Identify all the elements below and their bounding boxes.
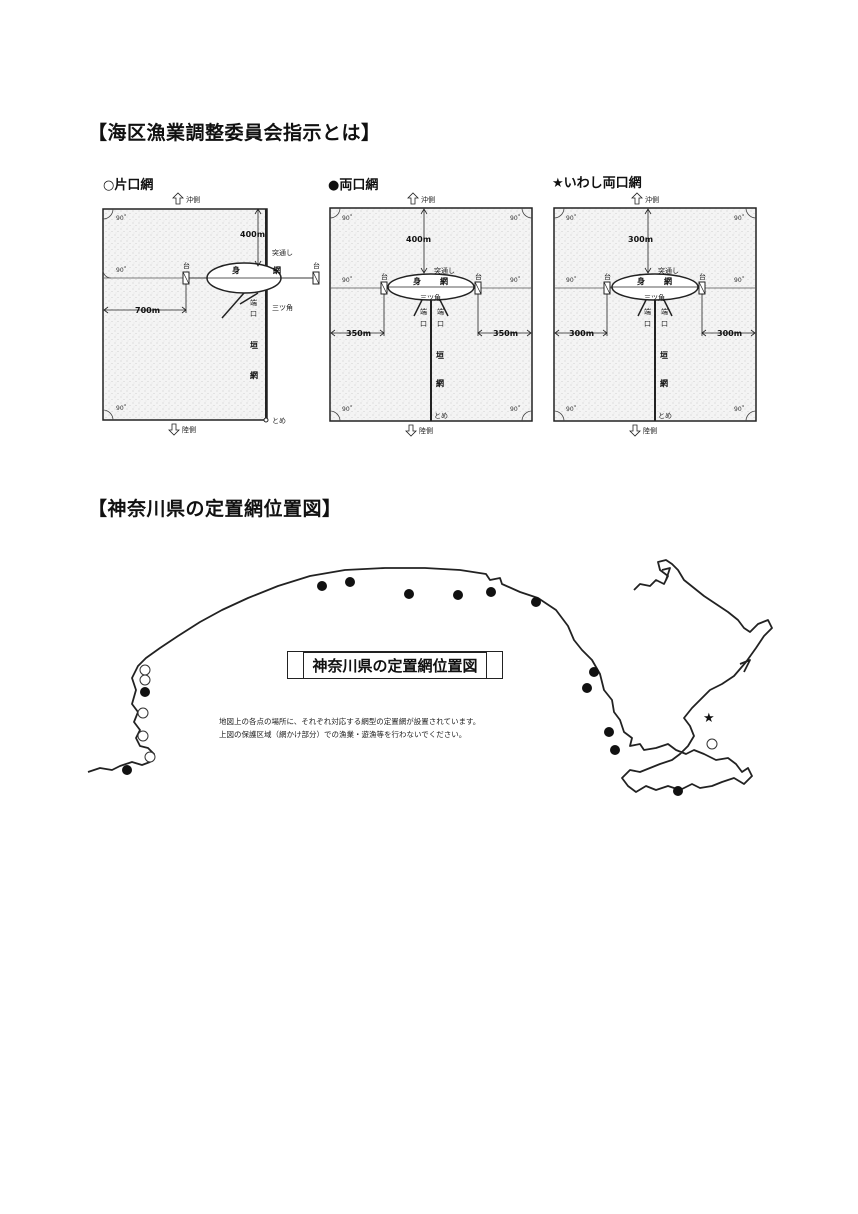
triangle-label: 三ツ角 <box>272 303 293 312</box>
stand-label: 台 <box>183 261 190 270</box>
map-note-line-2: 上図の保護区域（網かけ部分）での漁業・遊漁等を行わないでください。 <box>219 730 467 739</box>
body-label: 身 <box>232 265 240 275</box>
body-label: 身 <box>413 276 421 286</box>
end-label: とめ <box>434 412 448 420</box>
lead-net-label: 網 <box>250 370 258 380</box>
diagram-ryokuchi: 90˚ 90˚ 90˚ 90˚ 90˚ 90˚ 沖側 陸側 台 台 400m 突… <box>329 192 533 437</box>
diagram-katakuchi: 90˚ 90˚ 90˚ 沖側 陸側 台 台 400m 突通し <box>102 192 320 436</box>
arrow-up-icon <box>172 192 184 205</box>
angle-label: 90˚ <box>510 277 521 284</box>
open-markers <box>137 664 718 763</box>
protected-zone <box>102 208 268 421</box>
arrow-up-icon <box>407 192 419 205</box>
body-label: 網 <box>440 276 448 286</box>
arrow-up-icon <box>631 192 643 205</box>
distance-side-left: 300m <box>569 329 594 338</box>
stand-label: 台 <box>381 272 388 281</box>
distance-side-left: 350m <box>346 329 371 338</box>
mouth-label: 端 <box>420 307 427 316</box>
mouth-label: 端 <box>250 298 257 307</box>
distance-top: 400m <box>406 235 431 244</box>
kanagawa-coast-map: ★ <box>87 559 773 796</box>
diagram-title-ryokuchi: ●両口網 <box>328 178 379 193</box>
distance-side-right: 350m <box>493 329 518 338</box>
pass-label: 突通し <box>272 248 293 257</box>
shore-label: 陸側 <box>182 425 196 434</box>
body-label: 身 <box>637 276 645 286</box>
angle-label: 90˚ <box>116 405 127 412</box>
map-box-title: 神奈川県の定置網位置図 <box>303 651 487 679</box>
angle-label: 90˚ <box>566 277 577 284</box>
end-label: とめ <box>272 417 286 425</box>
mouth-label: 端 <box>437 307 444 316</box>
mouth-label: 口 <box>644 320 651 328</box>
lead-net-label: 垣 <box>436 350 444 360</box>
distance-top: 300m <box>628 235 653 244</box>
angle-label: 90˚ <box>734 277 745 284</box>
angle-label: 90˚ <box>342 406 353 413</box>
angle-label: 90˚ <box>116 267 127 274</box>
angle-label: 90˚ <box>510 406 521 413</box>
arrow-down-icon <box>168 423 180 436</box>
diagram-iwashi: 90˚ 90˚ 90˚ 90˚ 90˚ 90˚ 沖側 陸側 台 台 300m 突… <box>553 192 757 437</box>
mouth-label: 口 <box>437 320 444 328</box>
offshore-label: 沖側 <box>645 195 659 204</box>
angle-label: 90˚ <box>510 215 521 222</box>
angle-label: 90˚ <box>734 215 745 222</box>
mouth-label: 端 <box>661 307 668 316</box>
stand-label: 台 <box>475 272 482 281</box>
lead-net-label: 網 <box>660 378 668 388</box>
offshore-label: 沖側 <box>186 195 200 204</box>
angle-label: 90˚ <box>342 215 353 222</box>
arrow-down-icon <box>629 424 641 437</box>
diagram-title-iwashi: ★いわし両口網 <box>552 176 642 191</box>
mouth-label: 端 <box>644 307 651 316</box>
angle-label: 90˚ <box>342 277 353 284</box>
map-title-box: 神奈川県の定置網位置図 <box>287 651 503 679</box>
star-marker: ★ <box>703 711 715 726</box>
offshore-label: 沖側 <box>421 195 435 204</box>
distance-side-right: 300m <box>717 329 742 338</box>
triangle-label: 三ツ角 <box>644 293 665 302</box>
shore-label: 陸側 <box>419 426 433 435</box>
mouth-label: 口 <box>420 320 427 328</box>
stand-label: 台 <box>699 272 706 281</box>
diagram-title-katakuchi: ○片口網 <box>103 178 154 193</box>
stand-label: 台 <box>604 272 611 281</box>
shore-label: 陸側 <box>643 426 657 435</box>
body-label: 網 <box>664 276 672 286</box>
pass-label: 突通し <box>434 266 455 275</box>
end-label: とめ <box>658 412 672 420</box>
mouth-label: 口 <box>250 310 257 318</box>
set-net-diagrams: 90˚ 90˚ 90˚ 沖側 陸側 台 台 400m 突通し <box>102 192 757 437</box>
lead-net-label: 垣 <box>660 350 668 360</box>
mouth-label: 口 <box>661 320 668 328</box>
pass-label: 突通し <box>658 266 679 275</box>
arrow-down-icon <box>405 424 417 437</box>
lead-net-label: 網 <box>436 378 444 388</box>
angle-label: 90˚ <box>734 406 745 413</box>
angle-label: 90˚ <box>116 215 127 222</box>
distance-side-left: 700m <box>135 306 160 315</box>
lead-net-label: 垣 <box>250 340 258 350</box>
map-note-line-1: 地図上の各点の場所に、それぞれ対応する網型の定置網が設置されています。 <box>219 717 481 726</box>
body-label: 網 <box>273 265 281 275</box>
coastline <box>87 559 773 793</box>
location-map-heading: 【神奈川県の定置網位置図】 <box>88 498 342 520</box>
distance-top: 400m <box>240 230 265 239</box>
instructions-heading: 【海区漁業調整委員会指示とは】 <box>88 122 381 144</box>
filled-markers <box>122 577 683 796</box>
stand-label: 台 <box>313 261 320 270</box>
angle-label: 90˚ <box>566 406 577 413</box>
triangle-label: 三ツ角 <box>420 293 441 302</box>
angle-label: 90˚ <box>566 215 577 222</box>
